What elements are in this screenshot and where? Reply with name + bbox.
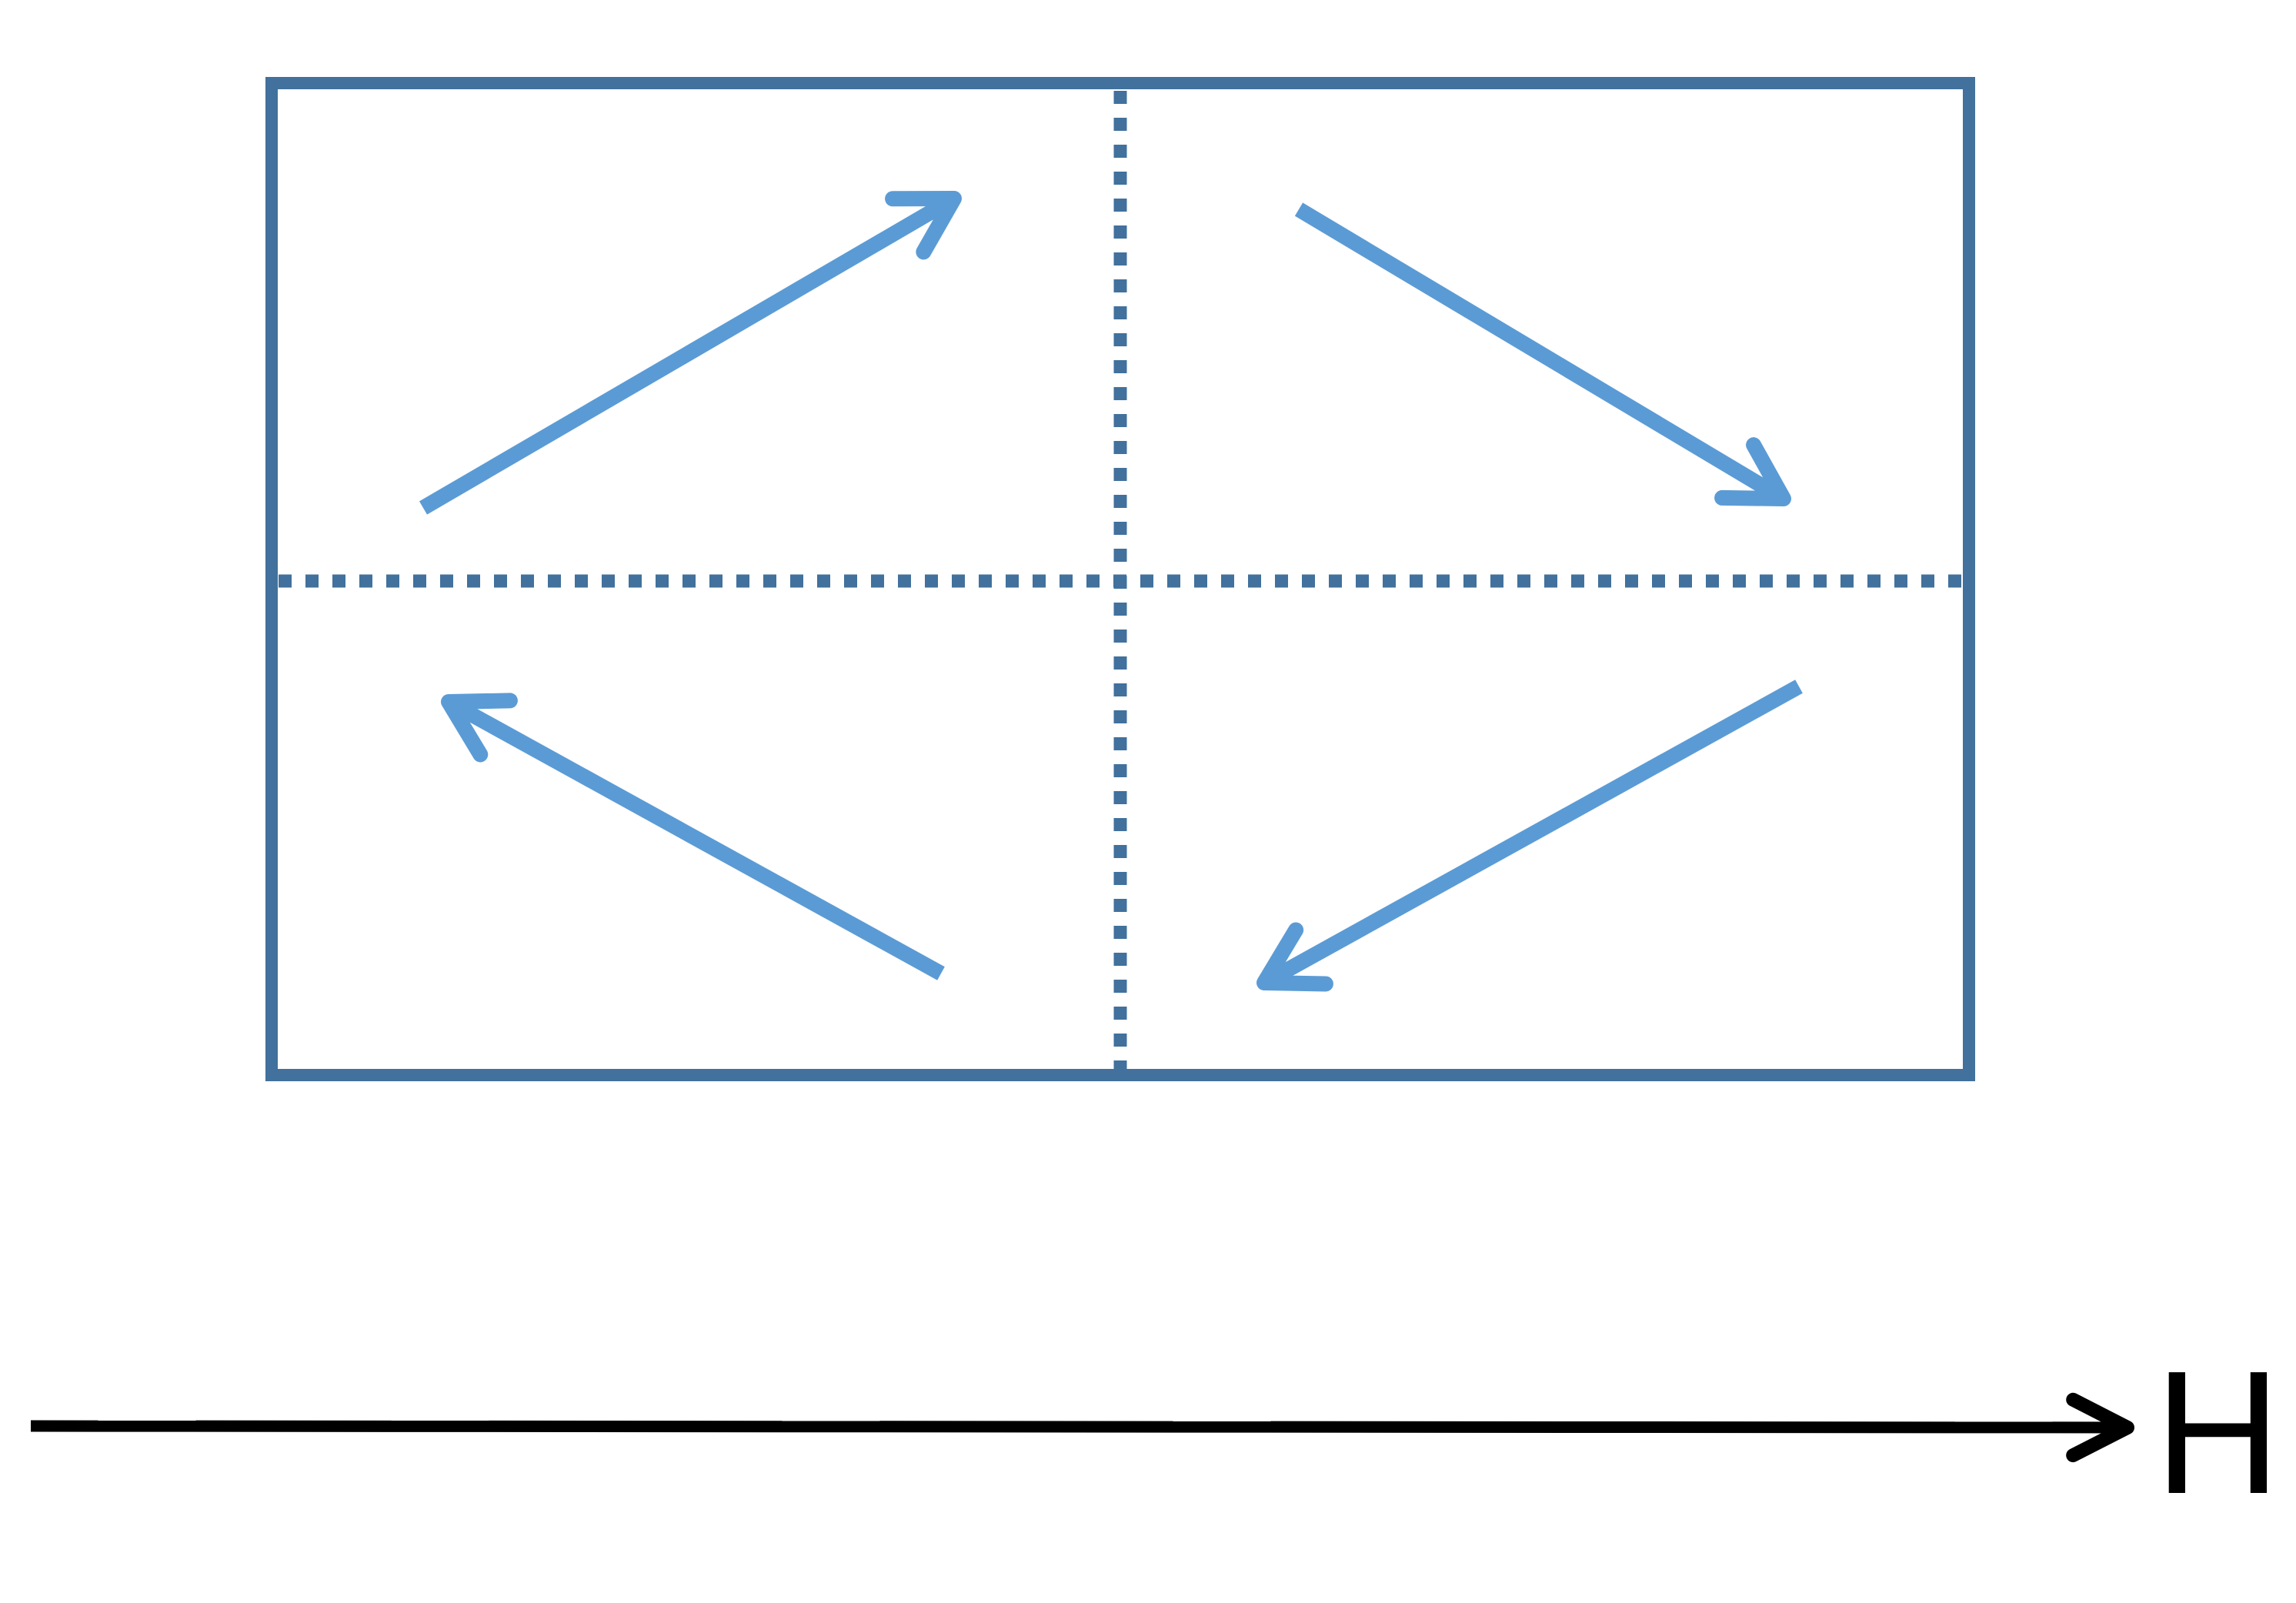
field-axis-arrow — [30, 1392, 2134, 1463]
domain-arrow-top-left-up-right — [419, 191, 962, 515]
field-axis-label: H — [2154, 1335, 2281, 1531]
domain-arrow-bottom-left-up-left — [441, 693, 945, 980]
domain-arrow-bottom-right-down-left — [1256, 680, 1803, 992]
domain-arrow-top-right-down-right — [1294, 202, 1791, 506]
domain-frame-rectangle — [265, 77, 1975, 1081]
